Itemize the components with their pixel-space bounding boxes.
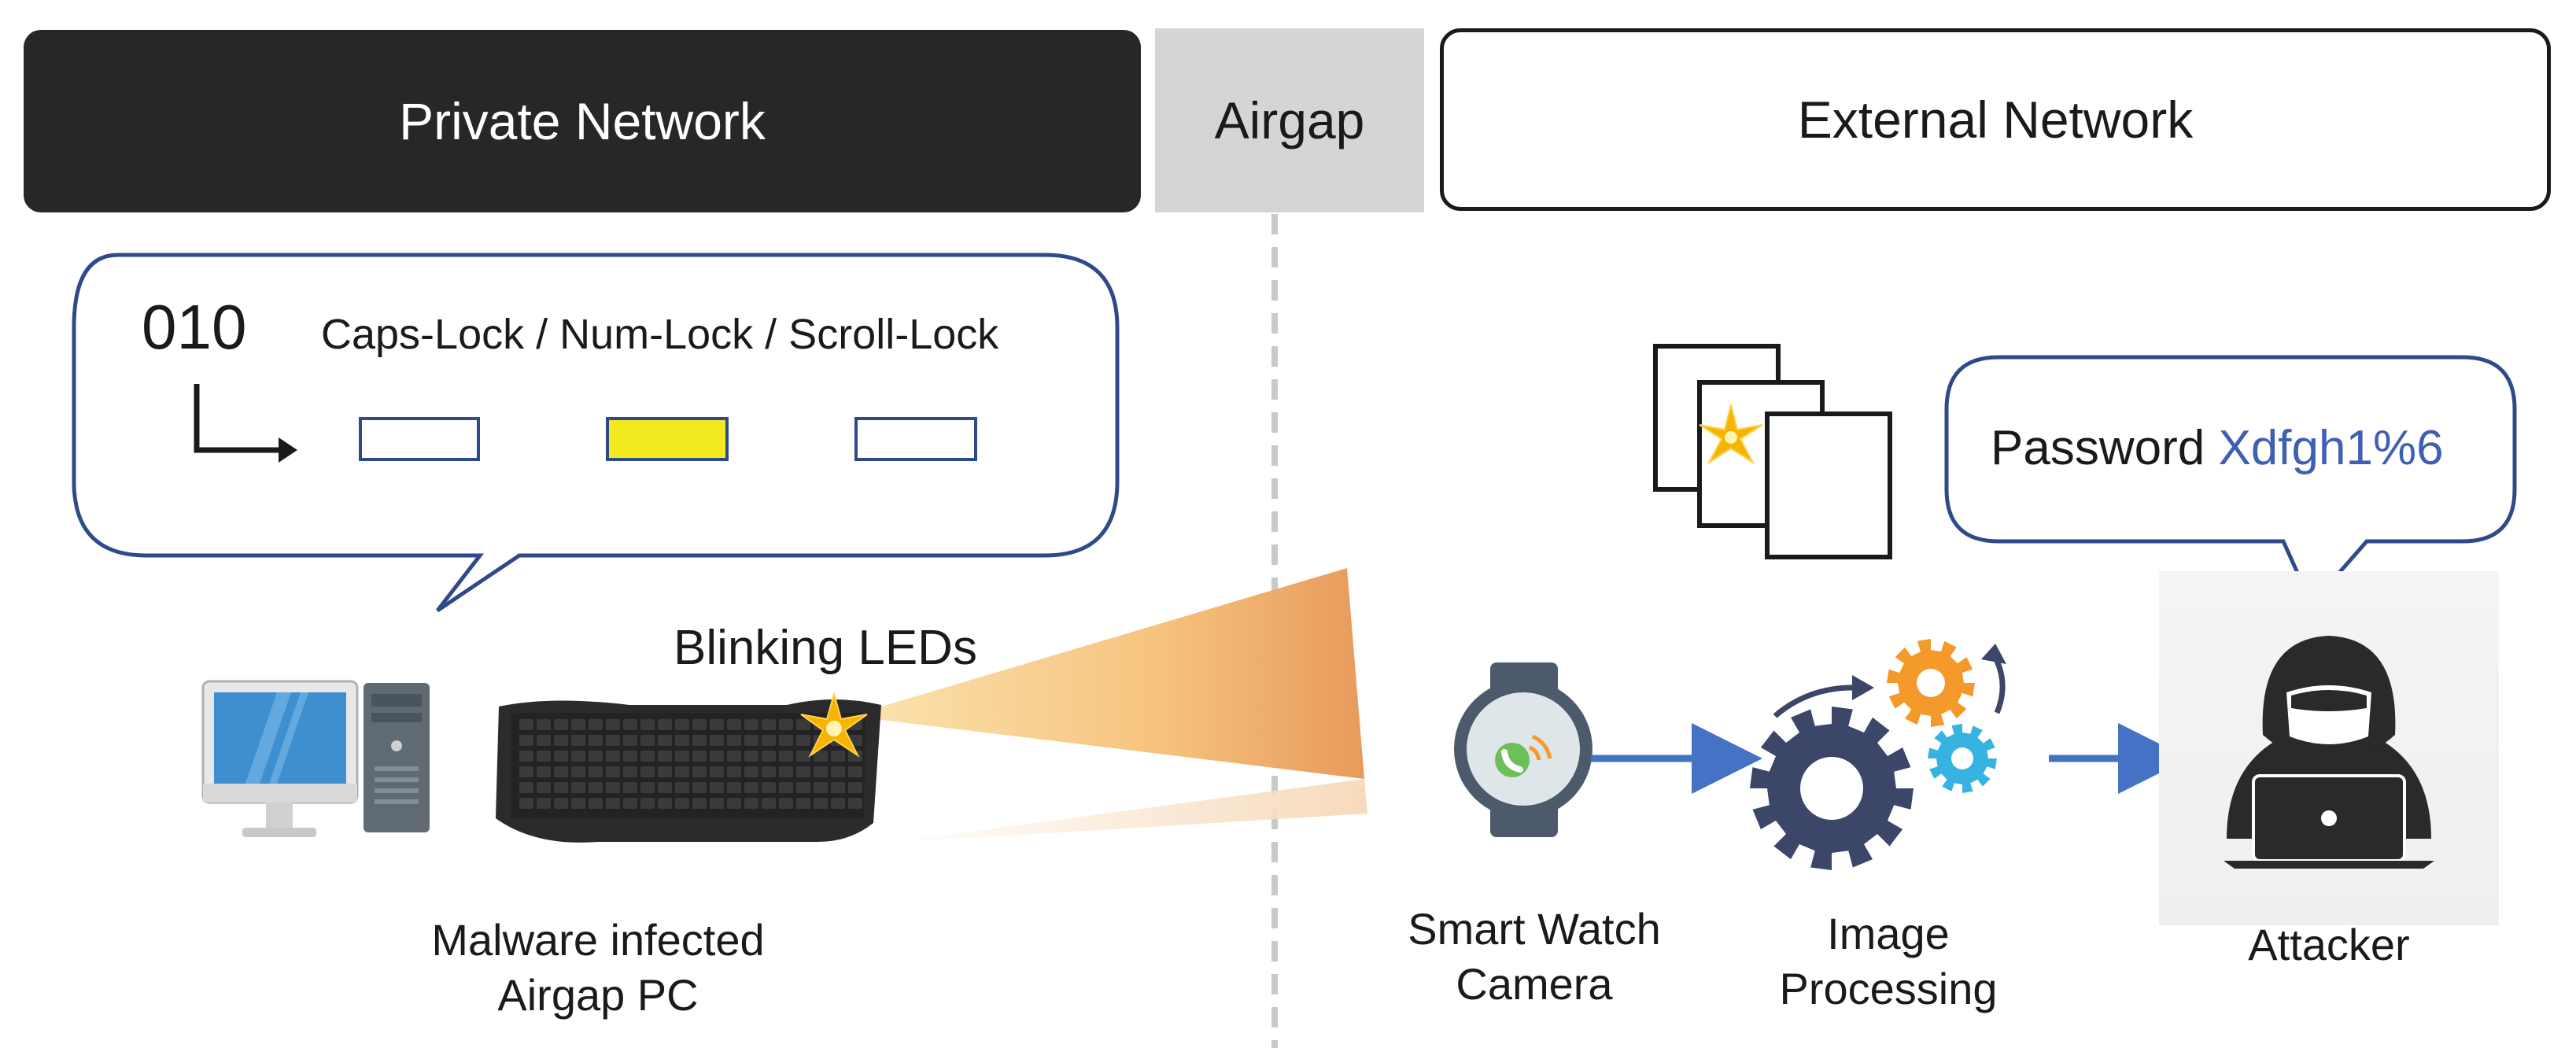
image-frames-icon xyxy=(1653,344,1892,559)
computer-tower-icon xyxy=(364,683,430,832)
external-network-title: External Network xyxy=(1797,90,2194,149)
led-names-label: Caps-Lock / Num-Lock / Scroll-Lock xyxy=(321,311,999,358)
bit-sequence: 010 xyxy=(142,292,247,362)
led-speech-bubble xyxy=(72,253,1120,613)
image-processing-gears-icon xyxy=(1750,639,2006,870)
external-network-header: External Network xyxy=(1440,28,2551,211)
image-processing-label: Image Processing xyxy=(1699,906,2077,1017)
light-beam xyxy=(850,568,1364,779)
monitor-icon xyxy=(201,680,359,837)
smart-watch-icon xyxy=(1454,662,1592,837)
smart-watch-label-line1: Smart Watch xyxy=(1408,904,1661,954)
password-speech-bubble xyxy=(1944,355,2517,608)
airgap-pc-label: Malware infected Airgap PC xyxy=(378,913,818,1023)
smart-watch-label-line2: Camera xyxy=(1456,959,1613,1009)
attacker-icon xyxy=(2159,571,2499,925)
airgap-title: Airgap xyxy=(1214,91,1365,149)
led-scroll-lock xyxy=(854,417,977,461)
keyboard-icon xyxy=(496,699,881,843)
attacker-label: Attacker xyxy=(2248,920,2410,969)
password-readout: Password Xdfgh1%6 xyxy=(1991,420,2444,476)
smart-watch-label: Smart Watch Camera xyxy=(1338,902,1731,1012)
password-value: Xdfgh1%6 xyxy=(2218,421,2444,475)
led-flash-icon xyxy=(800,691,868,758)
image-processing-label-line2: Processing xyxy=(1779,964,1998,1013)
password-prefix: Password xyxy=(1991,421,2205,475)
led-num-lock xyxy=(606,417,729,461)
private-network-title: Private Network xyxy=(399,92,766,150)
airgap-pc-label-line2: Airgap PC xyxy=(497,970,699,1020)
image-processing-label-line1: Image xyxy=(1827,909,1950,958)
bits-arrow xyxy=(194,384,285,453)
light-beam-reflection xyxy=(881,779,1367,843)
led-caps-lock xyxy=(359,417,480,461)
private-network-header: Private Network xyxy=(24,30,1141,212)
bits-arrowhead xyxy=(279,437,297,463)
airgap-pc-label-line1: Malware infected xyxy=(431,915,765,965)
airgap-header: Airgap xyxy=(1155,28,1424,212)
blinking-leds-label: Blinking LEDs xyxy=(674,621,977,675)
